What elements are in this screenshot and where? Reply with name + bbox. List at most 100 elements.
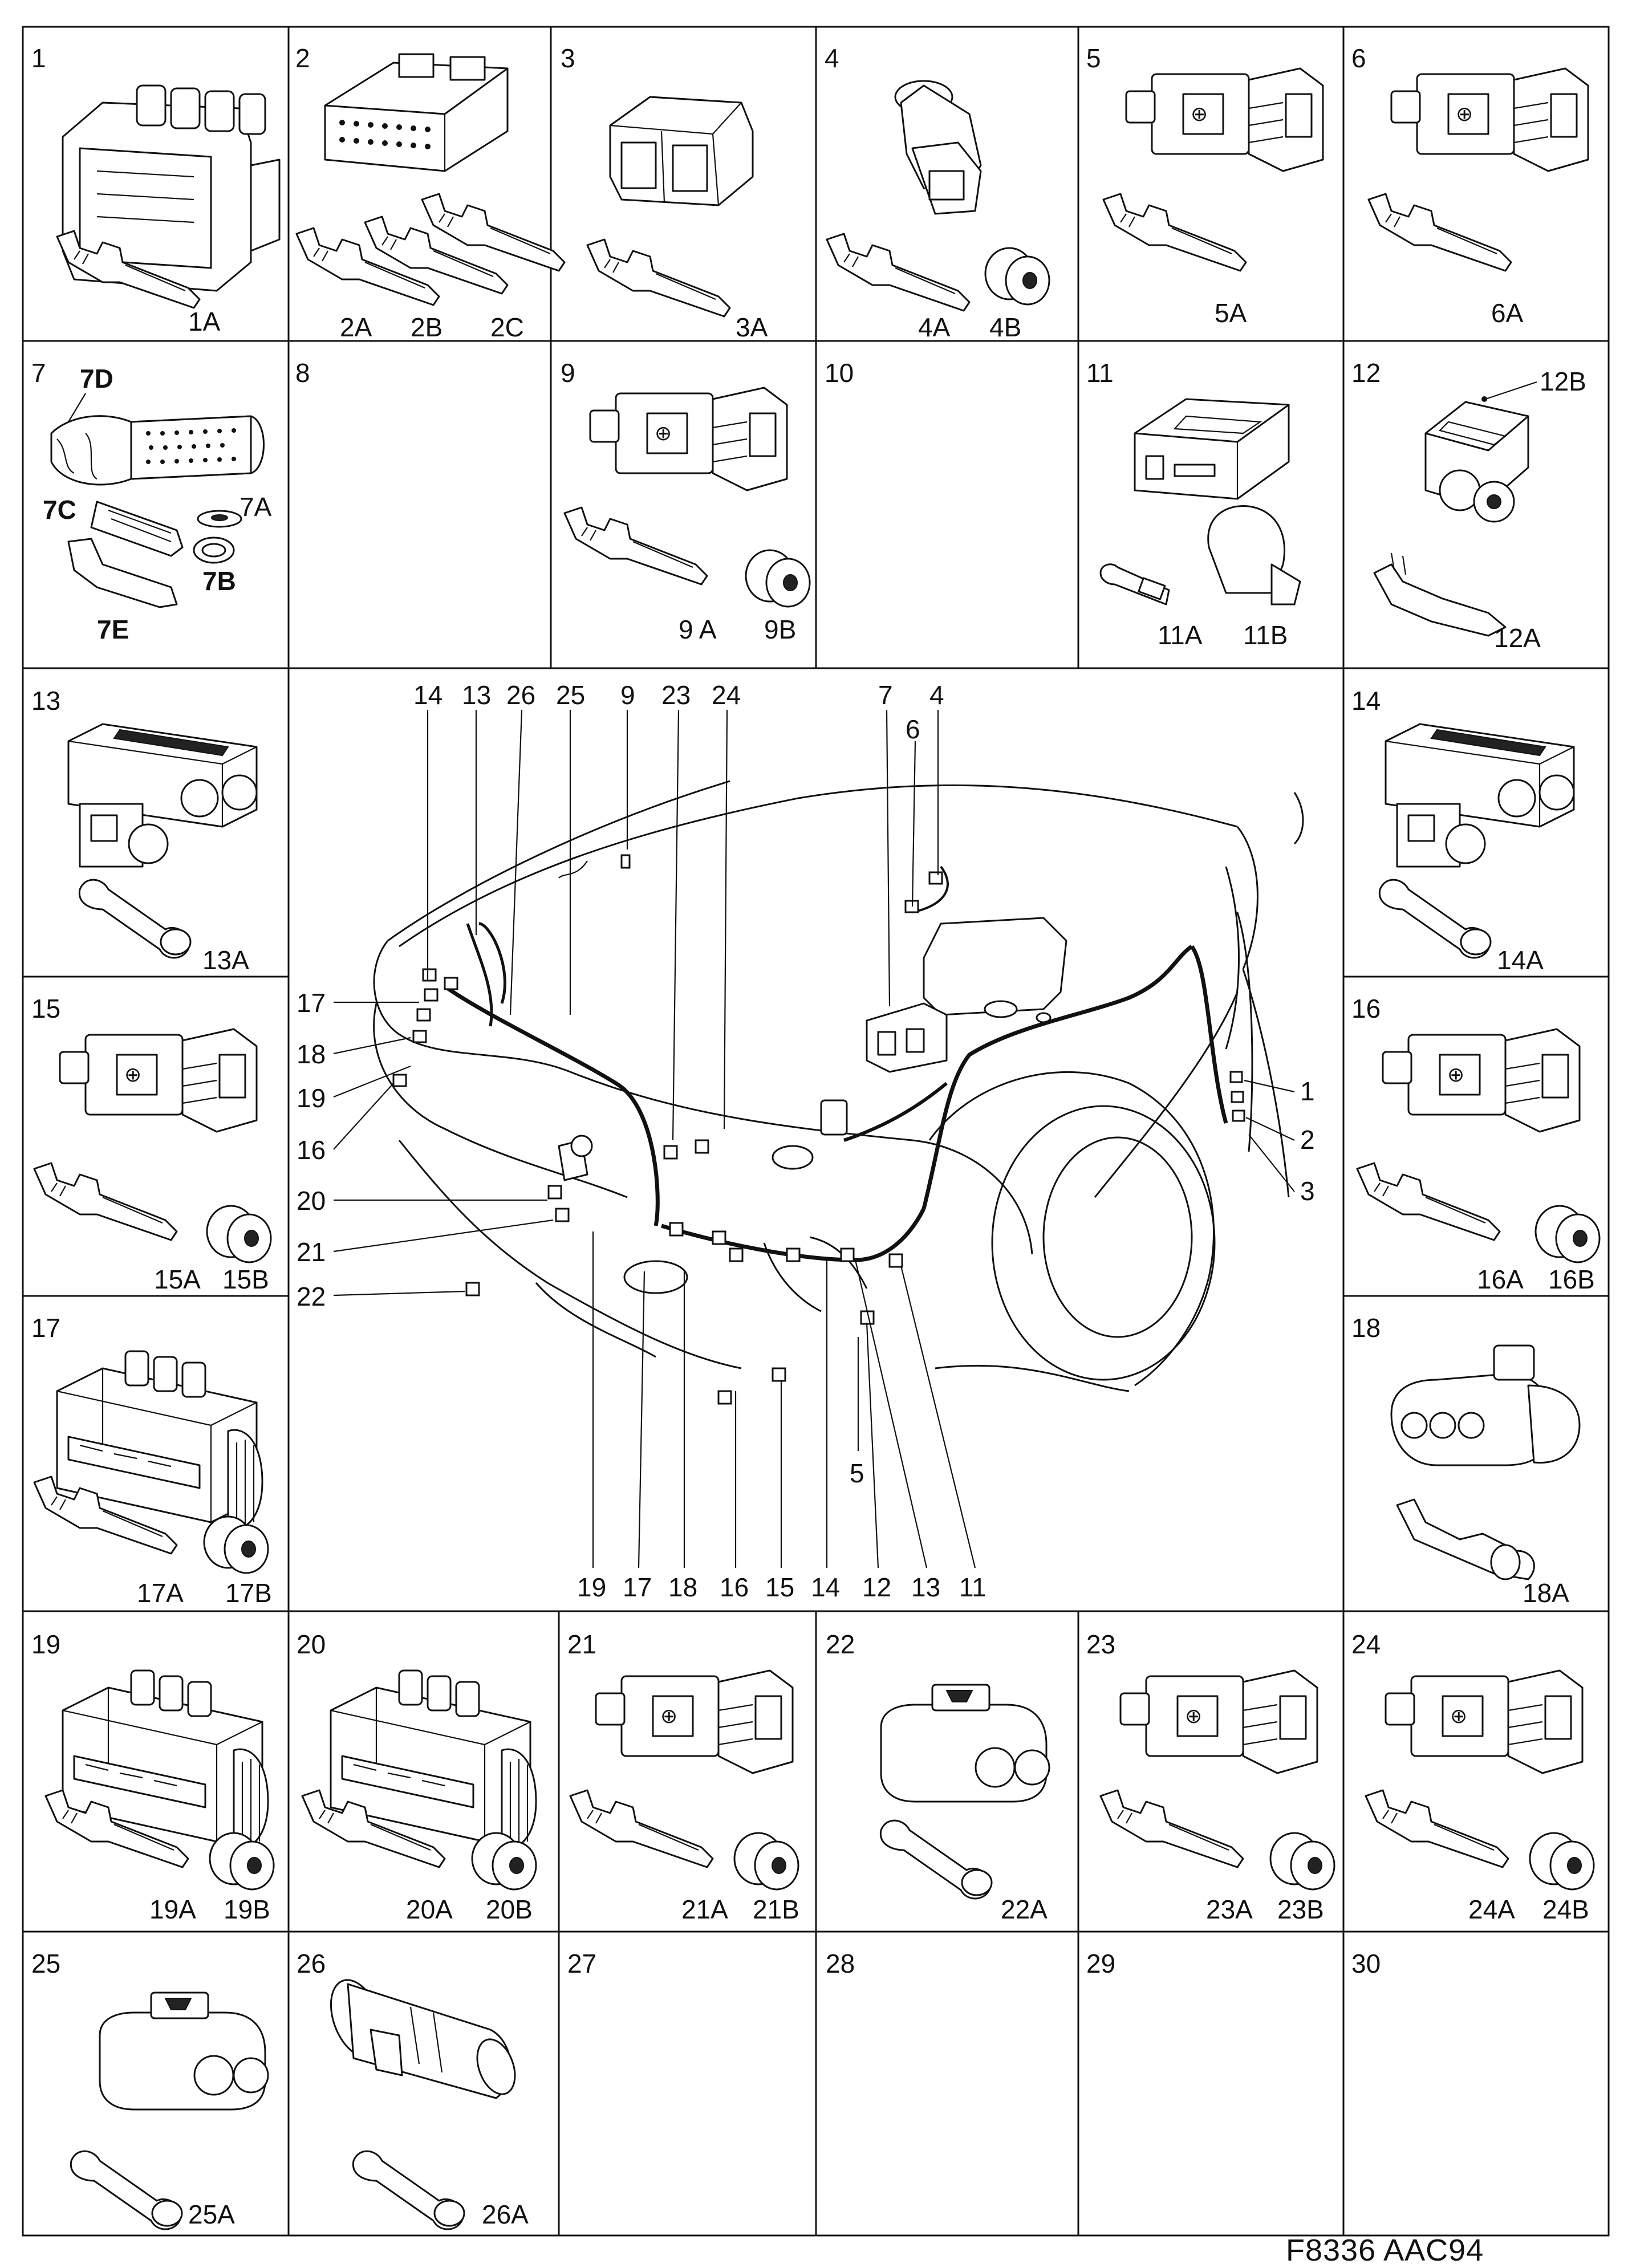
connector-16-drawing — [1382, 1028, 1581, 1133]
part-label: 20A — [406, 1895, 453, 1924]
cell-number: 20 — [297, 1629, 326, 1659]
cell-number: 6 — [1351, 43, 1366, 73]
connector-9-drawing — [589, 387, 788, 491]
part-label: 9B — [764, 615, 796, 644]
part-label: 13A — [202, 945, 249, 975]
terminal-18a-drawing — [1396, 1498, 1535, 1580]
connector-1-drawing — [62, 84, 281, 292]
terminal-12a-drawing — [1373, 552, 1507, 637]
cell-10: 10 — [825, 358, 854, 388]
cell-number: 7 — [31, 358, 46, 388]
callout-label: 18 — [297, 1039, 326, 1069]
callout-label: 11 — [959, 1572, 986, 1602]
seal-20b — [471, 1832, 537, 1891]
callout-label: 21 — [297, 1237, 326, 1267]
cell-number: 21 — [567, 1629, 596, 1659]
callout-label: 13 — [462, 680, 491, 710]
cell-number: 18 — [1351, 1313, 1381, 1343]
connector-18-drawing — [1390, 1344, 1581, 1466]
callout-numbers: 14 13 26 25 9 23 24 7 6 4 17 18 19 16 20… — [297, 680, 1315, 1602]
connector-6-drawing — [1390, 67, 1589, 172]
callout-label: 20 — [297, 1186, 326, 1216]
callout-label: 26 — [506, 680, 535, 710]
engine-bay-illustration — [373, 780, 1304, 1405]
part-label: 11A — [1158, 620, 1203, 650]
seal-9b — [745, 549, 811, 608]
connector-2-drawing — [324, 53, 509, 172]
cell-8: 8 — [295, 358, 310, 388]
part-label: 12B — [1540, 367, 1586, 396]
cell-28: 28 — [826, 1949, 855, 1978]
callout-label: 16 — [720, 1572, 749, 1602]
connector-7-drawing — [50, 415, 265, 608]
cell-11: 11 11A 11B — [1086, 358, 1301, 650]
seal-24b — [1529, 1832, 1595, 1891]
cell-number: 11 — [1086, 358, 1114, 388]
cell-number: 27 — [567, 1949, 596, 1978]
cell-1: 1 1A — [31, 43, 281, 336]
seal-4b — [984, 247, 1050, 306]
leader-line — [1485, 381, 1537, 400]
callout-label: 22 — [297, 1282, 326, 1311]
callout-label: 19 — [577, 1572, 606, 1602]
cell-number: 30 — [1351, 1949, 1381, 1978]
part-label: 21A — [681, 1895, 728, 1924]
terminal-6a — [1367, 193, 1512, 272]
part-label: 14A — [1497, 945, 1544, 975]
callout-label: 25 — [556, 680, 585, 710]
callout-label: 14 — [413, 680, 442, 710]
drawing-code: F8336 AAC94 — [1286, 2233, 1484, 2267]
cell-number: 25 — [31, 1949, 60, 1978]
cell-15: 15 15A 15B — [31, 994, 272, 1294]
part-label: 18A — [1523, 1578, 1569, 1608]
connector-24-drawing — [1385, 1669, 1584, 1774]
part-label: 5A — [1215, 298, 1247, 328]
pin-25a — [70, 2150, 183, 2230]
seal-17b — [203, 1515, 269, 1574]
part-label: 24A — [1468, 1895, 1515, 1924]
cell-number: 8 — [295, 358, 310, 388]
pin-22a — [879, 1819, 993, 1900]
connector-26-drawing — [330, 1979, 516, 2099]
pin-14a — [1378, 879, 1492, 959]
part-label: 1A — [188, 307, 221, 336]
pin-26a — [352, 2150, 465, 2230]
part-label: 7A — [239, 492, 272, 522]
cap-11b-drawing — [1207, 505, 1301, 605]
callout-label: 14 — [811, 1572, 840, 1602]
cell-2: 2 2A 2B 2C — [295, 43, 566, 342]
cell-number: 23 — [1086, 1629, 1115, 1659]
part-label: 15B — [222, 1265, 269, 1294]
callout-label: 17 — [623, 1572, 652, 1602]
terminal-4a — [826, 233, 971, 312]
part-label: 16A — [1477, 1265, 1524, 1294]
part-label: 23B — [1277, 1895, 1324, 1924]
cell-4: 4 4A 4B — [825, 43, 1050, 342]
cell-5: 5 5A — [1086, 43, 1324, 328]
callout-label: 1 — [1300, 1076, 1315, 1106]
callout-label: 12 — [862, 1572, 891, 1602]
terminal-5a — [1102, 193, 1247, 272]
cell-number: 19 — [31, 1629, 60, 1659]
cell-24: 24 24A 24B — [1351, 1629, 1595, 1924]
part-label: 6A — [1491, 298, 1524, 328]
cell-27: 27 — [567, 1949, 596, 1978]
callout-label: 17 — [297, 988, 326, 1018]
terminal-3a — [586, 238, 731, 318]
part-label: 15A — [154, 1265, 201, 1294]
callout-label: 9 — [620, 680, 635, 710]
cell-number: 2 — [295, 43, 310, 73]
seal-23b — [1269, 1832, 1335, 1891]
callout-label: 19 — [297, 1083, 326, 1113]
callout-label: 4 — [929, 680, 944, 710]
callout-label: 13 — [911, 1572, 940, 1602]
cell-16: 16 16A 16B — [1351, 994, 1601, 1294]
cell-number: 17 — [31, 1313, 60, 1343]
seal-16b — [1534, 1205, 1601, 1263]
part-label: 25A — [188, 2200, 235, 2229]
connector-22-drawing — [880, 1684, 1050, 1803]
part-label: 20B — [486, 1895, 533, 1924]
cell-number: 10 — [825, 358, 854, 388]
connector-12-drawing — [1424, 401, 1529, 523]
